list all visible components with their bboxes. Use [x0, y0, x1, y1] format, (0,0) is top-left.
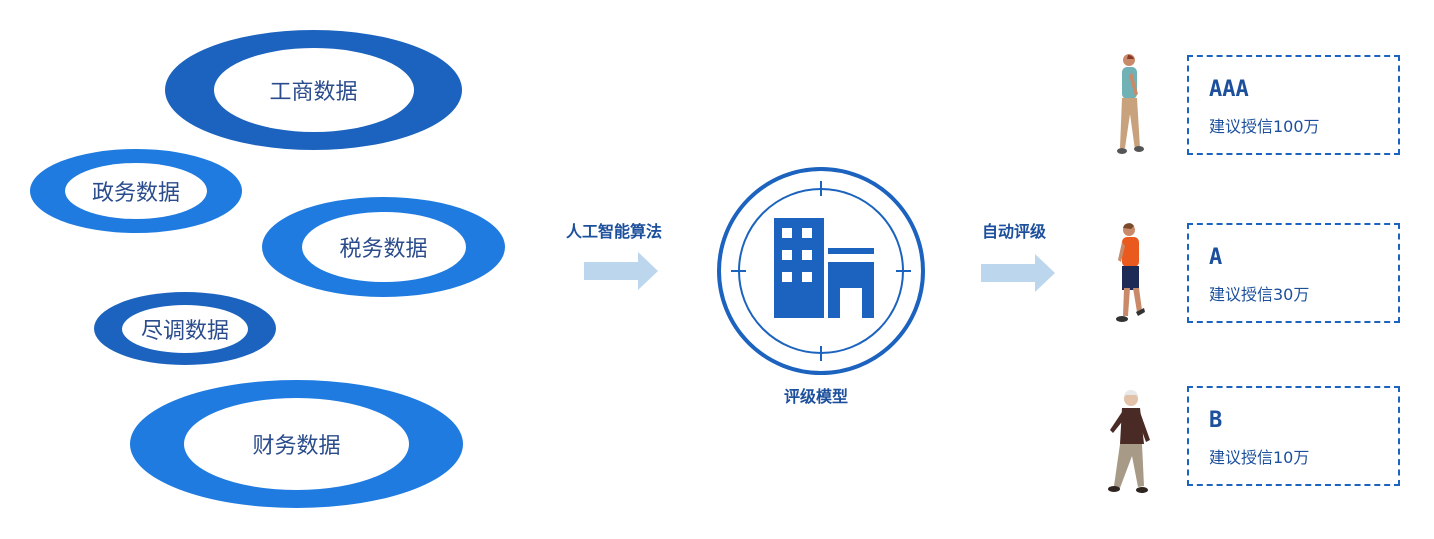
- source-label: 工商数据: [213, 48, 414, 132]
- source-ring-business: 工商数据: [165, 30, 462, 150]
- credit-suggestion: 建议授信30万: [1209, 285, 1310, 304]
- result-card-aaa: AAA 建议授信100万: [1187, 55, 1400, 155]
- model-label: 评级模型: [784, 387, 849, 406]
- source-label: 政务数据: [65, 163, 207, 219]
- result-card-b: B 建议授信10万: [1187, 386, 1400, 486]
- walking-person-icon: [1117, 54, 1144, 154]
- walking-person-icon: [1108, 390, 1150, 493]
- credit-suggestion: 建议授信10万: [1209, 448, 1310, 467]
- grade-label: AAA: [1209, 77, 1249, 102]
- rating-model-diagram: [717, 167, 925, 375]
- source-ring-finance: 财务数据: [130, 380, 463, 508]
- result-card-a: A 建议授信30万: [1187, 223, 1400, 323]
- walking-person-icon: [1116, 223, 1145, 322]
- source-ring-tax: 税务数据: [262, 197, 505, 297]
- grade-label: A: [1209, 245, 1223, 270]
- arrow-right-icon: [584, 252, 658, 290]
- source-label: 财务数据: [184, 398, 409, 490]
- grade-label: B: [1209, 408, 1223, 433]
- auto-rating-label: 自动评级: [982, 222, 1047, 241]
- algorithm-label: 人工智能算法: [566, 222, 663, 241]
- credit-suggestion: 建议授信100万: [1209, 117, 1320, 136]
- source-ring-due-diligence: 尽调数据: [94, 292, 276, 365]
- source-ring-government: 政务数据: [30, 149, 242, 233]
- source-label: 税务数据: [301, 212, 466, 282]
- source-label: 尽调数据: [122, 304, 248, 353]
- arrow-right-icon: [981, 254, 1055, 292]
- building-icon: [774, 218, 874, 318]
